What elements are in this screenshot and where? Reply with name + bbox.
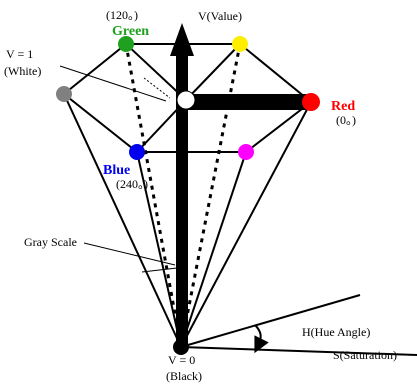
callout-lines <box>59 65 178 273</box>
green-angle-label: (120。) <box>106 8 138 22</box>
callout-gray-scale-2 <box>141 267 178 273</box>
cone-edges <box>63 93 312 348</box>
hue-reference-line <box>180 294 361 348</box>
white-label: (White) <box>4 64 41 78</box>
blue-vertex <box>129 144 145 160</box>
v0-label: V = 0 <box>168 353 195 367</box>
cone-edge-gray <box>63 93 182 348</box>
cone-edge-yellow-dashed <box>179 43 242 348</box>
cone-edge-red <box>180 101 312 348</box>
white-vertex <box>176 90 196 110</box>
callout-gray-scale-1 <box>83 242 176 266</box>
blue-label: Blue <box>103 163 130 178</box>
hue-saturation-axes <box>180 294 417 356</box>
gray-scale-label: Gray Scale <box>24 235 77 249</box>
hue-angle-label: H(Hue Angle) <box>302 325 370 339</box>
spoke-white-to-yellow <box>185 43 241 101</box>
gray-vertex <box>56 86 72 102</box>
yellow-vertex <box>232 36 248 52</box>
cone-back-edges <box>124 43 242 348</box>
cone-edge-magenta <box>180 151 247 348</box>
hue-angle-arc <box>254 324 269 354</box>
red-vertex <box>302 93 320 111</box>
black-apex <box>173 339 189 355</box>
value-axis-bar <box>176 56 188 348</box>
red-angle-label: (0。) <box>336 113 356 127</box>
callout-white-arrow <box>143 77 171 99</box>
green-vertex <box>118 36 134 52</box>
saturation-axis-line <box>180 346 417 356</box>
magenta-vertex <box>238 144 254 160</box>
cone-edge-blue <box>136 151 182 348</box>
saturation-label: S(Saturation) <box>333 348 397 362</box>
callout-white <box>59 65 167 102</box>
red-label: Red <box>331 99 355 114</box>
v1-label: V = 1 <box>6 47 33 61</box>
cone-edge-green-dashed <box>124 43 183 348</box>
value-axis-arrowhead <box>170 23 194 56</box>
black-label: (Black) <box>166 369 202 383</box>
green-label: Green <box>112 24 149 39</box>
saturation-bar <box>188 94 310 110</box>
value-axis-label: V(Value) <box>198 9 242 23</box>
blue-angle-label: (240。) <box>116 177 148 191</box>
